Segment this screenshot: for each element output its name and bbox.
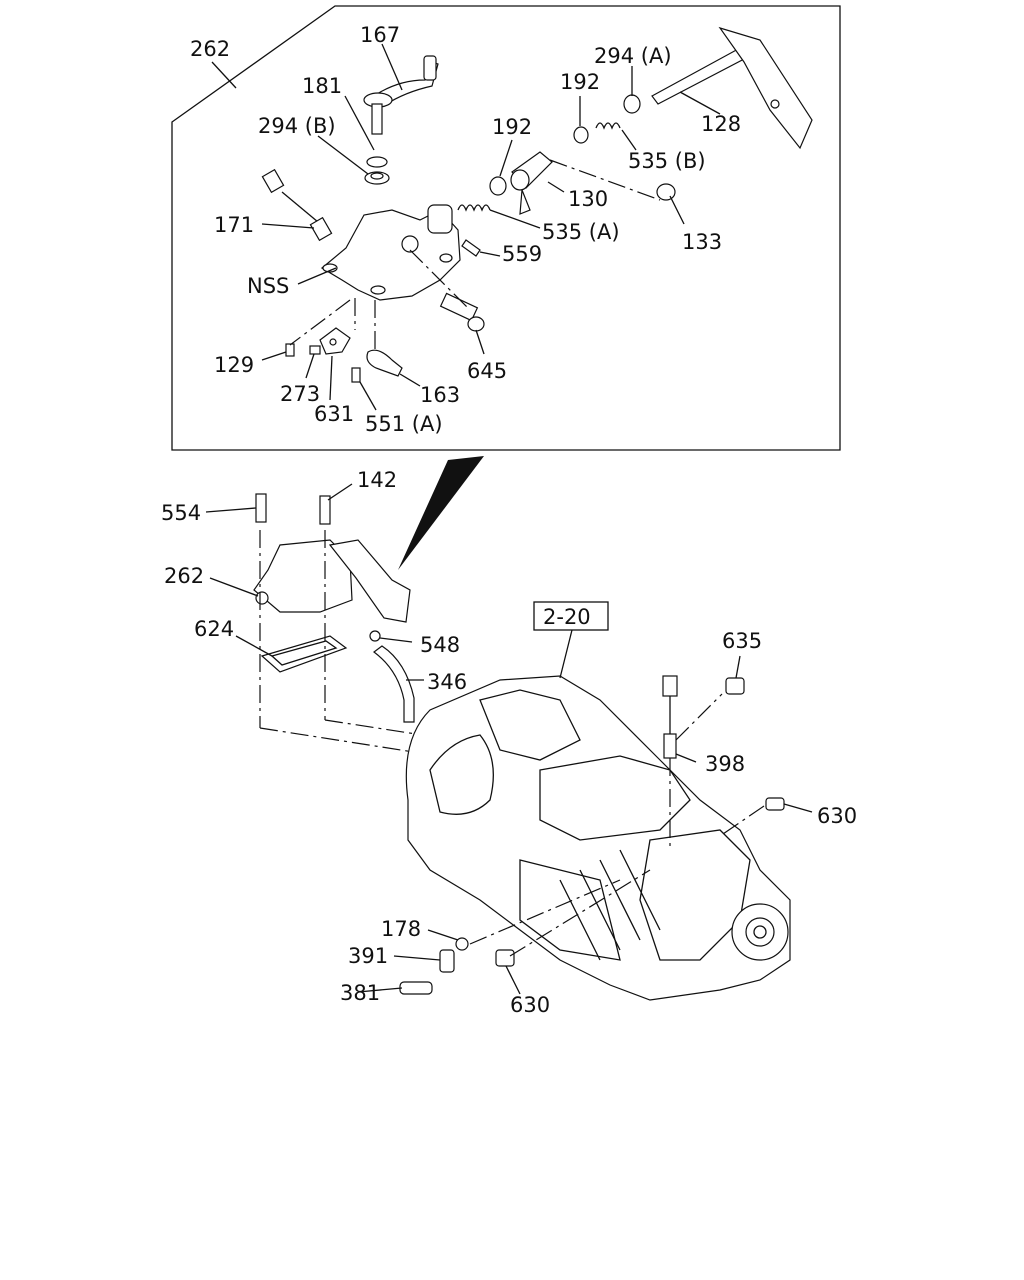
callout-535a: 535 (A) xyxy=(542,220,620,244)
callout-535b: 535 (B) xyxy=(628,149,706,173)
plug-part xyxy=(439,292,485,332)
callout-130: 130 xyxy=(568,187,608,211)
lever-163-part xyxy=(366,349,403,377)
callout-128: 128 xyxy=(701,112,741,136)
screw-273-part xyxy=(309,345,321,355)
callout-167: 167 xyxy=(360,23,400,47)
gasket-part xyxy=(260,635,348,673)
callout-554: 554 xyxy=(161,501,201,525)
shift-arm-part xyxy=(363,55,439,135)
callout-645: 645 xyxy=(467,359,507,383)
callout-181: 181 xyxy=(302,74,342,98)
callout-381: 381 xyxy=(340,981,380,1005)
callout-2-20: 2-20 xyxy=(543,605,591,629)
callout-129: 129 xyxy=(214,353,254,377)
callout-631: 631 xyxy=(314,402,354,426)
pin-551a-part xyxy=(351,367,361,383)
detail-frame xyxy=(171,5,841,451)
callout-635: 635 xyxy=(722,629,762,653)
callout-391: 391 xyxy=(348,944,388,968)
callout-142: 142 xyxy=(357,468,397,492)
oil-seal-part xyxy=(364,156,390,185)
callout-163: 163 xyxy=(420,383,460,407)
callout-192-lower: 192 xyxy=(492,115,532,139)
callout-630-right: 630 xyxy=(817,804,857,828)
ref-box-2-20 xyxy=(533,601,609,631)
callout-262-mid: 262 xyxy=(164,564,204,588)
callout-548: 548 xyxy=(420,633,460,657)
drain-391-part xyxy=(439,949,455,973)
callout-630-bottom: 630 xyxy=(510,993,550,1017)
shaft-part xyxy=(651,26,813,150)
ring-178-part xyxy=(455,937,469,951)
cap-part xyxy=(656,183,676,201)
detail-pointer xyxy=(398,456,484,570)
sensor-part xyxy=(261,168,333,242)
callout-273: 273 xyxy=(280,382,320,406)
spring-535b-part xyxy=(595,122,621,130)
callout-262-top: 262 xyxy=(190,37,230,61)
pin-129-part xyxy=(285,343,295,357)
bolt-381-part xyxy=(399,981,433,995)
callout-nss: NSS xyxy=(247,274,289,298)
hose-part xyxy=(373,645,415,723)
sensor-398-part xyxy=(662,675,678,759)
plug-630-bottom-part xyxy=(495,949,515,967)
callout-294a: 294 (A) xyxy=(594,44,672,68)
callout-624: 624 xyxy=(194,617,234,641)
callout-559: 559 xyxy=(502,242,542,266)
ring-192-lower-part xyxy=(489,176,507,196)
callout-294b: 294 (B) xyxy=(258,114,336,138)
callout-178: 178 xyxy=(381,917,421,941)
callout-398: 398 xyxy=(705,752,745,776)
plug-630-right-part xyxy=(765,797,785,811)
callout-551a: 551 (A) xyxy=(365,412,443,436)
shift-quadrant-assembly xyxy=(253,493,411,623)
callout-171: 171 xyxy=(214,213,254,237)
clip-548-part xyxy=(369,630,381,642)
ring-192-upper-part xyxy=(573,126,589,144)
pin-559-part xyxy=(461,239,481,257)
callout-346: 346 xyxy=(427,670,467,694)
callout-133: 133 xyxy=(682,230,722,254)
callout-192-upper: 192 xyxy=(560,70,600,94)
spring-535a-part xyxy=(457,204,491,212)
sleeve-part xyxy=(510,151,553,215)
seal-294a-part xyxy=(623,94,641,114)
shift-housing-part xyxy=(320,204,461,301)
plug-635-part xyxy=(725,677,745,695)
leader-lines xyxy=(205,43,813,995)
transmission-case xyxy=(405,675,791,1001)
